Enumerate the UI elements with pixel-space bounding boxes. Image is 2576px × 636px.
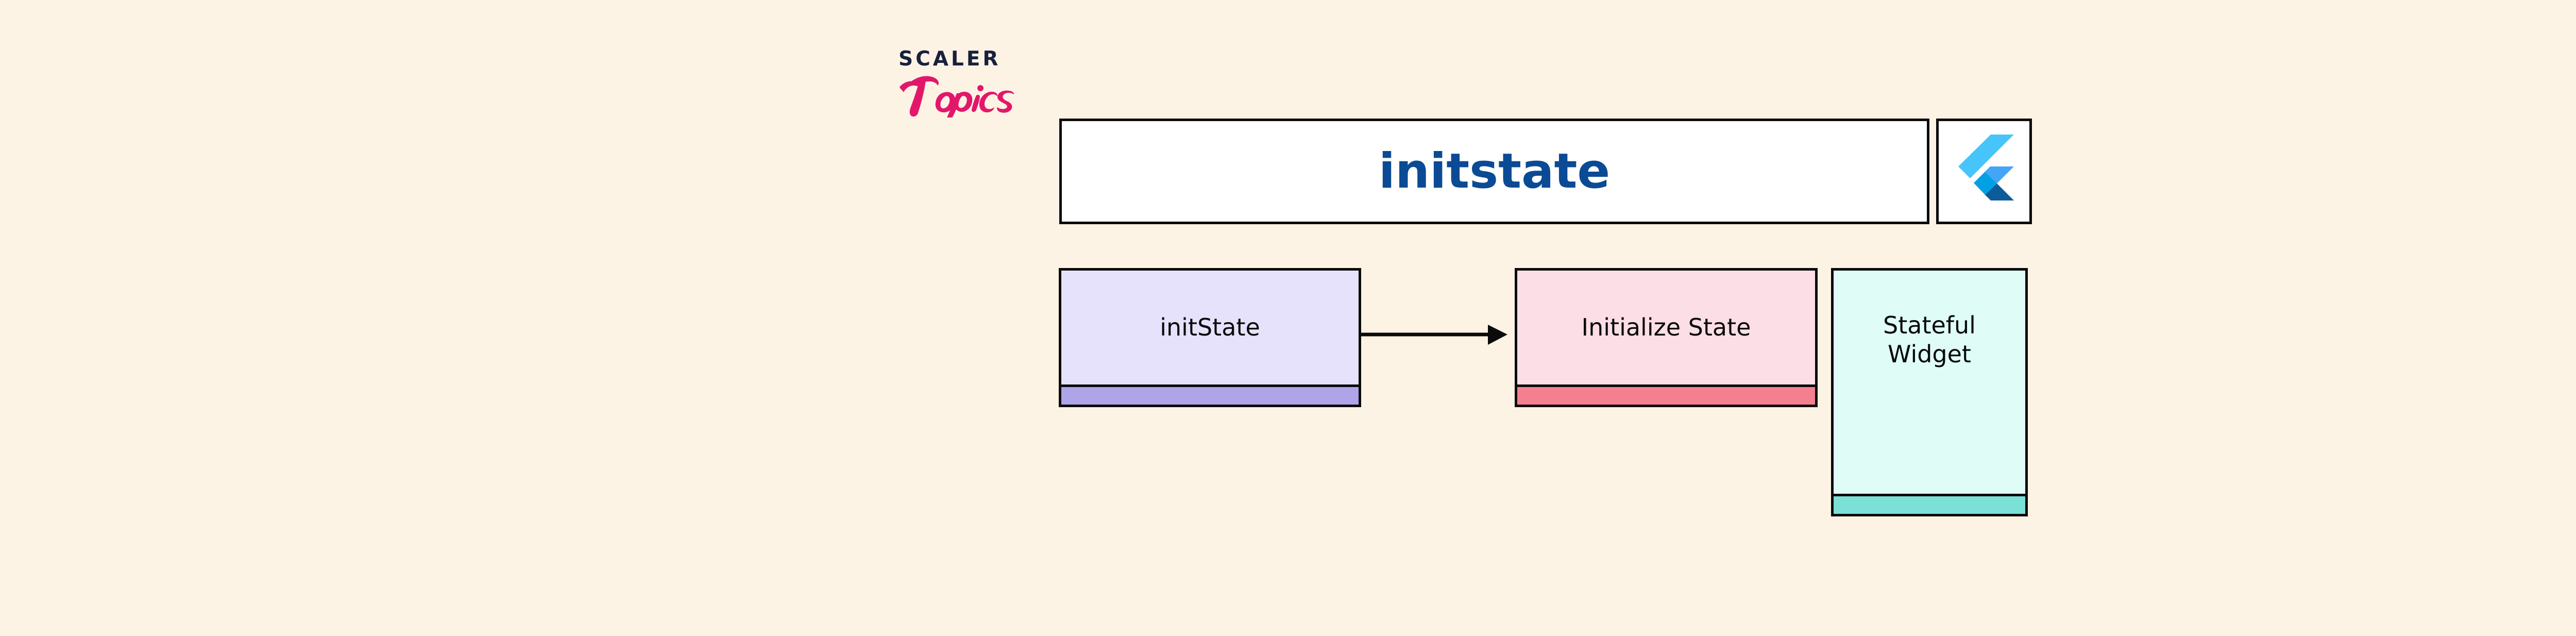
- node-initstate: initState: [1059, 268, 1361, 407]
- title-box: initstate: [1059, 119, 1929, 224]
- node-initstate-label: initState: [1160, 313, 1260, 342]
- flutter-logo-box: [1936, 119, 2032, 224]
- node-initstate-body: initState: [1061, 271, 1359, 384]
- node-initialize-state-body: Initialize State: [1517, 271, 1815, 384]
- arrow-initstate-to-initialize-state: [1359, 325, 1507, 345]
- logo-wordmark-topics-icon: [900, 76, 1014, 118]
- node-stateful-widget-label: Stateful Widget: [1883, 311, 1976, 369]
- scaler-topics-logo: SCALER: [896, 49, 1030, 119]
- page-title: initstate: [1378, 143, 1611, 199]
- node-initialize-state-accent-band: [1517, 384, 1815, 405]
- logo-wordmark-scaler: SCALER: [899, 47, 1001, 71]
- node-initialize-state-label: Initialize State: [1581, 313, 1751, 342]
- node-initstate-accent-band: [1061, 384, 1359, 405]
- node-stateful-widget: Stateful Widget: [1831, 268, 2028, 516]
- flutter-logo-icon: [1958, 134, 2014, 200]
- node-stateful-widget-body: Stateful Widget: [1834, 271, 2025, 494]
- node-stateful-widget-label-line1: Stateful: [1883, 311, 1976, 339]
- node-stateful-widget-label-line2: Widget: [1887, 340, 1971, 369]
- node-initialize-state: Initialize State: [1515, 268, 1818, 407]
- node-stateful-widget-accent-band: [1834, 494, 2025, 514]
